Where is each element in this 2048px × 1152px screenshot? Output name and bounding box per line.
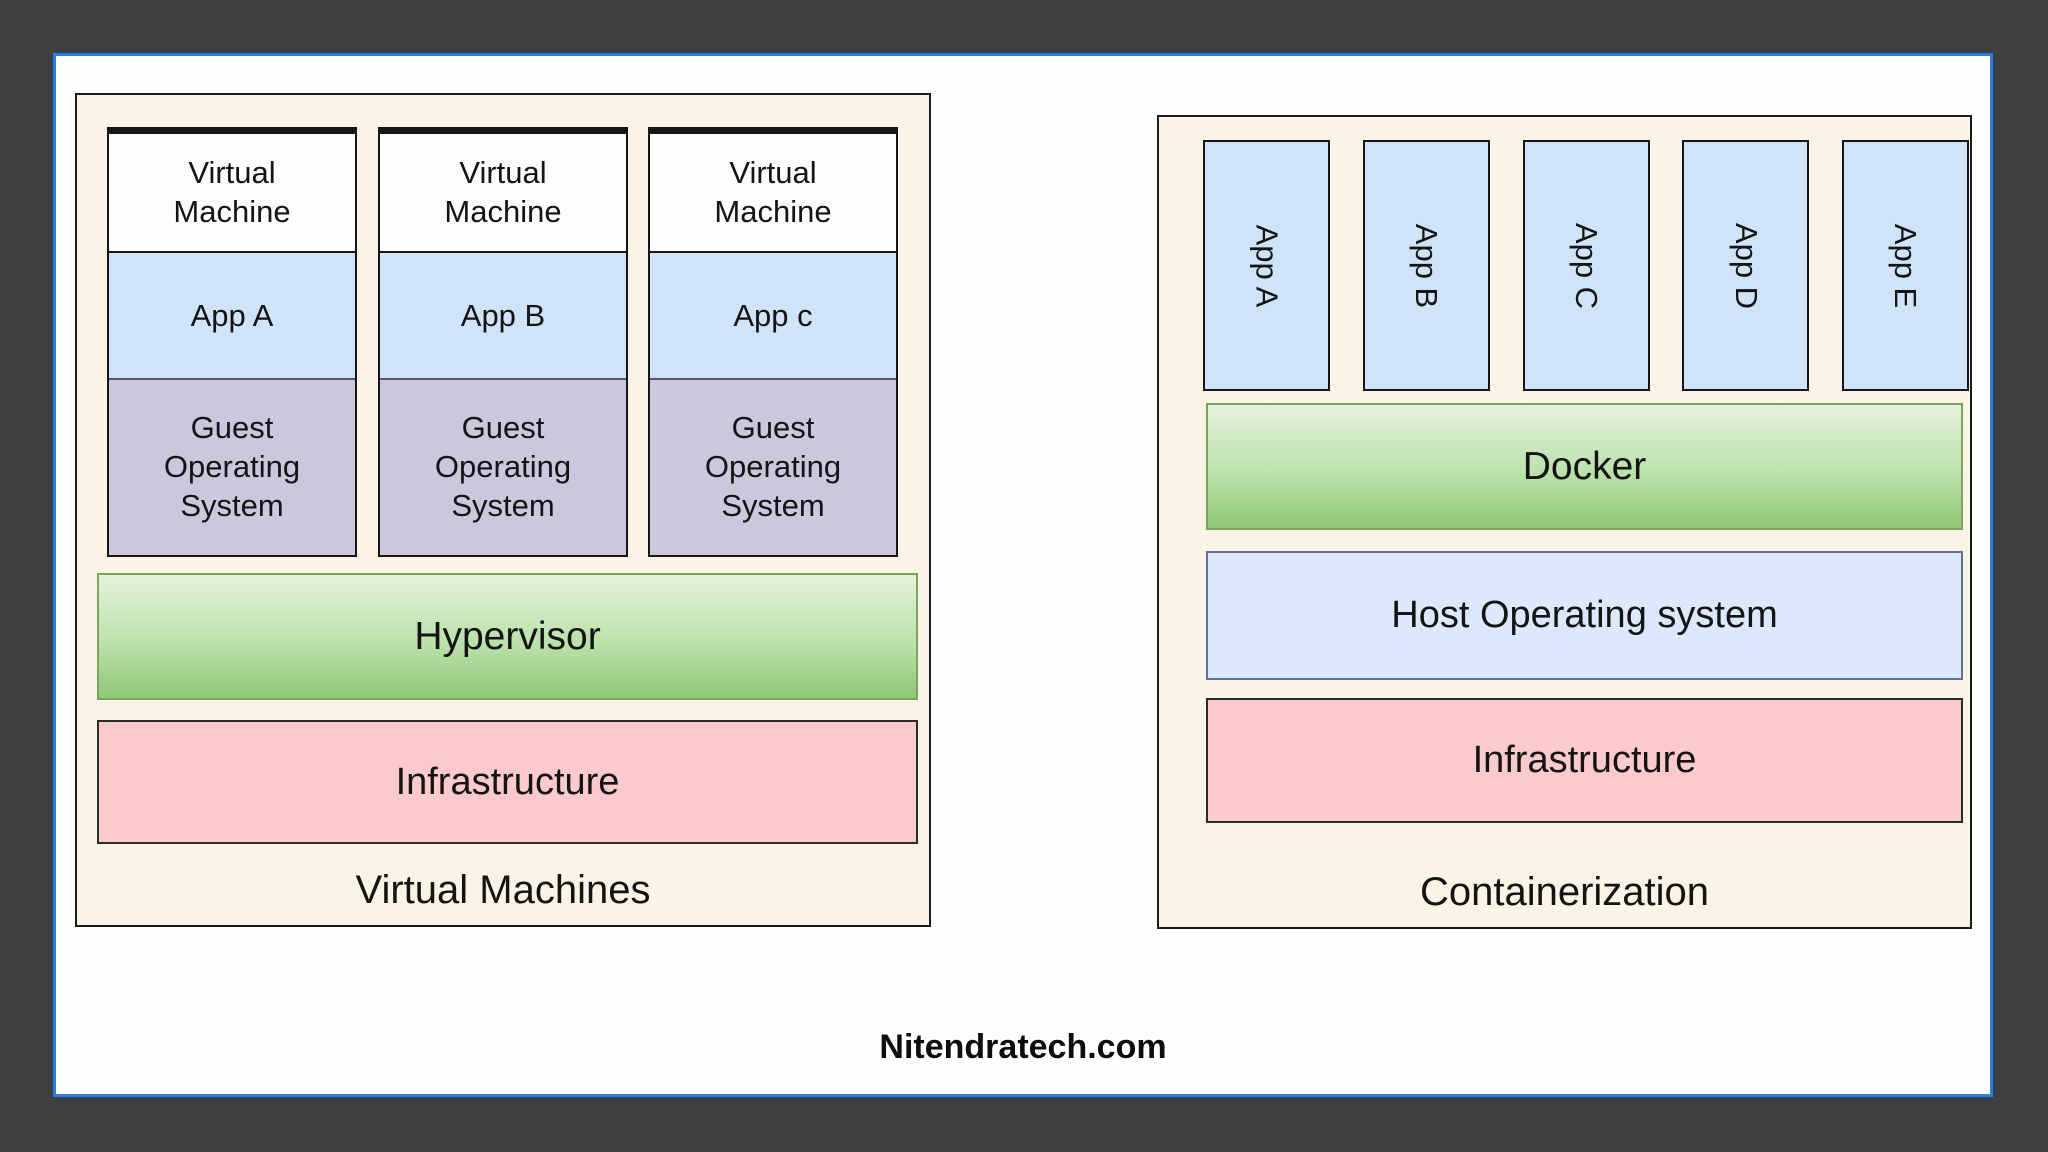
vm-app-label: App B xyxy=(460,297,546,333)
infrastructure-box-vm: Infrastructure xyxy=(97,720,918,844)
app-column-a: App A xyxy=(1203,140,1330,391)
app-column-label: App B xyxy=(1409,223,1445,308)
vm-title-label: Virtual Machine xyxy=(444,154,562,229)
vm-app-box: App A xyxy=(109,253,355,380)
container-panel-caption: Containerization xyxy=(1419,870,1710,914)
vm-title: Virtual Machine xyxy=(380,134,626,253)
vm-panel-caption: Virtual Machines xyxy=(355,868,651,912)
vm-title-label: Virtual Machine xyxy=(714,154,832,229)
vm-title: Virtual Machine xyxy=(650,134,896,253)
app-column-c: App C xyxy=(1522,140,1650,391)
docker-box: Docker xyxy=(1206,403,1963,530)
hypervisor-label: Hypervisor xyxy=(414,614,601,658)
host-os-box: Host Operating system xyxy=(1206,551,1963,680)
app-column-label: App A xyxy=(1249,224,1285,307)
watermark: Nitendratech.com xyxy=(879,1028,1167,1066)
container-apps-row: App A App B App C App D App E xyxy=(1203,140,1969,391)
vm-app-box: App c xyxy=(650,253,896,380)
guest-os-box: Guest Operating System xyxy=(650,380,896,555)
vm-card-3: Virtual Machine App c Guest Operating Sy… xyxy=(648,127,898,557)
vm-card-1: Virtual Machine App A Guest Operating Sy… xyxy=(107,127,357,557)
guest-os-label: Guest Operating System xyxy=(163,410,301,523)
host-os-label: Host Operating system xyxy=(1391,594,1778,636)
vm-app-box: App B xyxy=(380,253,626,380)
vm-title-label: Virtual Machine xyxy=(173,154,291,229)
docker-label: Docker xyxy=(1522,444,1647,488)
app-column-label: App E xyxy=(1888,223,1924,308)
hypervisor-box: Hypervisor xyxy=(97,573,918,700)
infrastructure-label: Infrastructure xyxy=(395,760,620,803)
app-column-e: App E xyxy=(1842,140,1969,391)
diagram-board: Virtual Machine App A Guest Operating Sy… xyxy=(53,53,1993,1097)
app-column-b: App B xyxy=(1362,140,1490,391)
vm-card-2: Virtual Machine App B Guest Operating Sy… xyxy=(378,127,628,557)
guest-os-box: Guest Operating System xyxy=(380,380,626,555)
app-column-d: App D xyxy=(1682,140,1810,391)
guest-os-label: Guest Operating System xyxy=(704,410,842,523)
infrastructure-box-container: Infrastructure xyxy=(1206,698,1963,823)
app-column-label: App D xyxy=(1728,222,1764,309)
guest-os-box: Guest Operating System xyxy=(109,380,355,555)
vm-title: Virtual Machine xyxy=(109,134,355,253)
app-column-label: App C xyxy=(1568,222,1604,309)
guest-os-label: Guest Operating System xyxy=(434,410,572,523)
vm-app-label: App A xyxy=(190,297,274,333)
infrastructure-label: Infrastructure xyxy=(1472,739,1697,781)
vm-app-label: App c xyxy=(733,297,813,333)
virtual-machines-panel: Virtual Machine App A Guest Operating Sy… xyxy=(75,93,931,927)
containerization-panel: App A App B App C App D App E Docker Hos… xyxy=(1157,115,1972,929)
